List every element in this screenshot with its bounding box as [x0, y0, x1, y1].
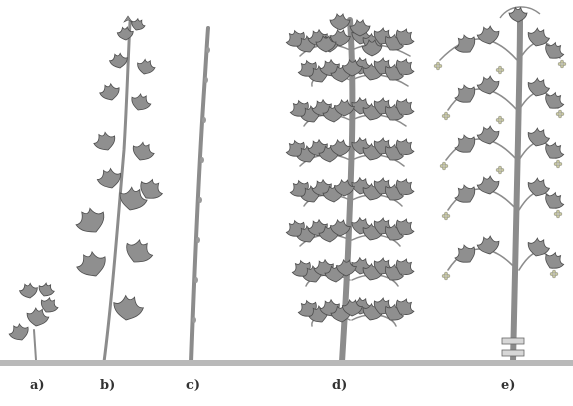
flower — [434, 64, 437, 67]
flower — [442, 274, 445, 277]
label-c: c) — [186, 378, 200, 393]
flower — [559, 162, 562, 165]
plant-c-bud — [200, 157, 204, 163]
plant-c-bud — [206, 47, 210, 53]
flower — [496, 118, 499, 121]
flower — [554, 212, 557, 215]
plant-c-bud — [198, 197, 202, 203]
flower — [560, 65, 563, 68]
flower — [496, 168, 499, 171]
plant-c-bud — [194, 277, 198, 283]
label-e: e) — [501, 378, 515, 393]
flower — [556, 112, 559, 115]
label-b: b) — [100, 378, 115, 393]
flower — [498, 66, 501, 69]
flower — [447, 274, 450, 277]
plant-c-bud — [204, 77, 208, 83]
flower — [436, 62, 439, 65]
flower — [559, 212, 562, 215]
flower — [556, 210, 559, 213]
flower — [558, 62, 561, 65]
flower — [554, 162, 557, 165]
flower — [558, 110, 561, 113]
flower — [440, 164, 443, 167]
flower — [442, 214, 445, 217]
label-a: a) — [30, 378, 45, 393]
flower — [498, 116, 501, 119]
flower — [445, 164, 448, 167]
flower — [556, 215, 559, 218]
flower — [444, 272, 447, 275]
flower — [444, 117, 447, 120]
flower — [552, 270, 555, 273]
flower — [501, 118, 504, 121]
plant-c-bud — [196, 237, 200, 243]
flower — [442, 162, 445, 165]
flower — [552, 275, 555, 278]
plant-e-tie — [502, 338, 524, 344]
flower — [444, 212, 447, 215]
flower — [501, 68, 504, 71]
flower — [501, 168, 504, 171]
flower — [555, 272, 558, 275]
flower — [498, 166, 501, 169]
plant-e-tie — [502, 350, 524, 356]
flower — [439, 64, 442, 67]
plant-c-bud — [202, 117, 206, 123]
flower — [447, 214, 450, 217]
flower — [442, 114, 445, 117]
flower — [496, 68, 499, 71]
flower — [442, 167, 445, 170]
flower — [444, 112, 447, 115]
flower — [563, 62, 566, 65]
flower — [550, 272, 553, 275]
plant-c-bud — [192, 317, 196, 323]
flower — [561, 112, 564, 115]
label-d: d) — [332, 378, 347, 393]
ground-line — [0, 360, 573, 366]
flower — [498, 121, 501, 124]
flower — [444, 217, 447, 220]
flower — [447, 114, 450, 117]
flower — [436, 67, 439, 70]
flower — [560, 60, 563, 63]
flower — [444, 277, 447, 280]
flower — [556, 160, 559, 163]
flower — [498, 171, 501, 174]
flower — [556, 165, 559, 168]
flower — [498, 71, 501, 74]
flower — [558, 115, 561, 118]
